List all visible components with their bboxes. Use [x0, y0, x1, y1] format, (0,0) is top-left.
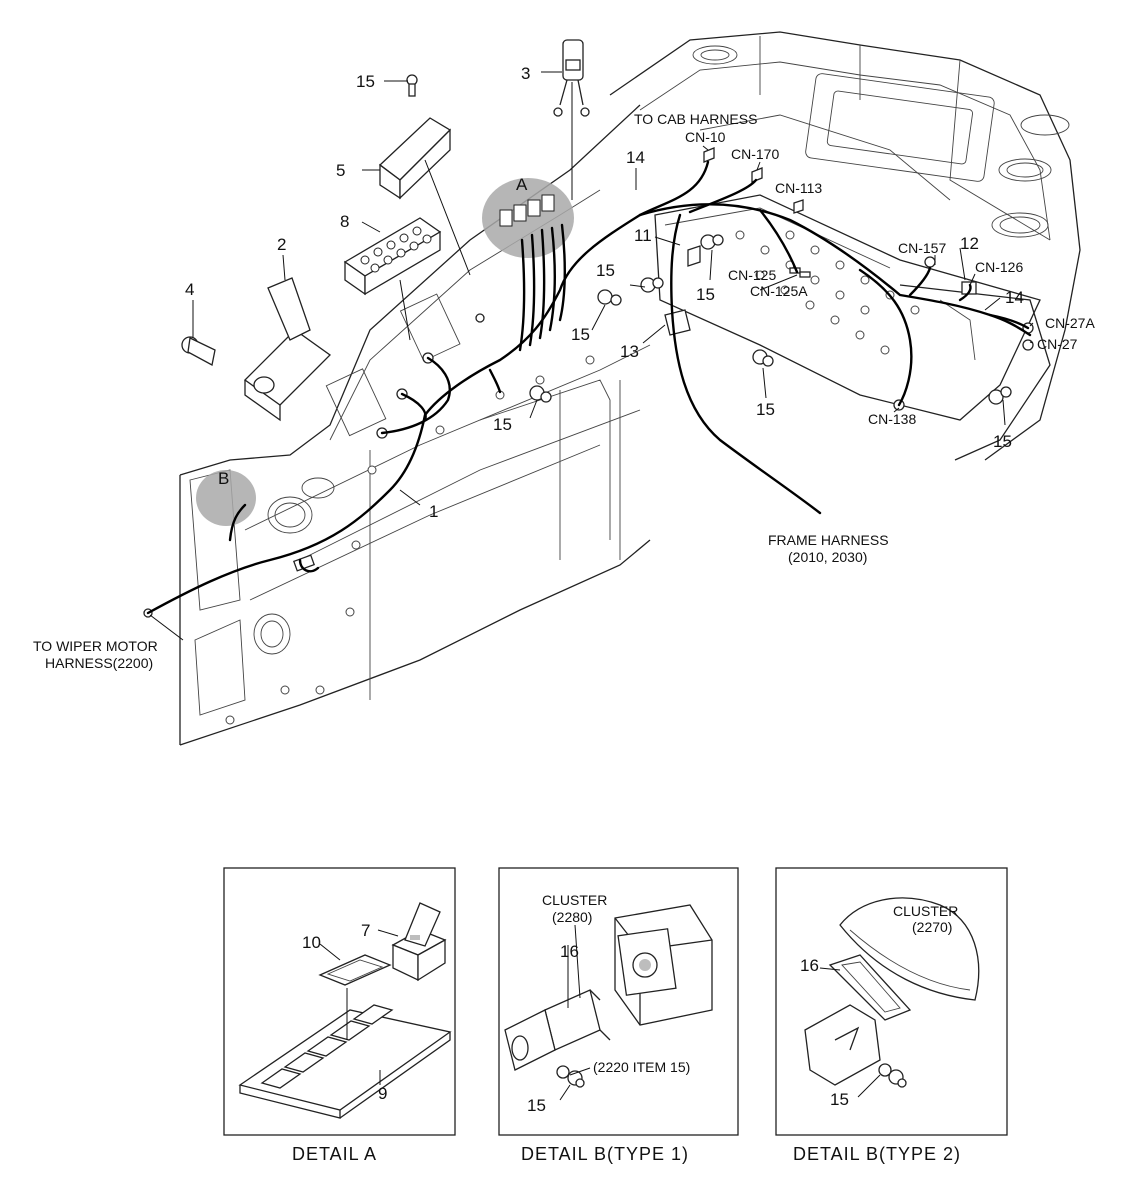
detail-b2-caption: DETAIL B(TYPE 2) — [793, 1144, 961, 1164]
connector-cn-125a: CN-125A — [750, 283, 808, 299]
connector-cn-138: CN-138 — [868, 411, 916, 427]
detail-b2-callout-15: 15 — [830, 1090, 849, 1109]
callout-3: 3 — [521, 64, 530, 83]
connector-cn-125: CN-125 — [728, 267, 776, 283]
detail-b-type2-panel: CLUSTER (2270) 16 15 DETAIL B(TYPE 2) — [775, 867, 1008, 1164]
detail-b1-caption: DETAIL B(TYPE 1) — [521, 1144, 689, 1164]
detail-b-type1-panel: CLUSTER (2280) 16 (2220 ITEM 15) 15 DETA… — [498, 867, 739, 1164]
connector-cn-27: CN-27 — [1037, 336, 1078, 352]
detail-bubble-a — [482, 178, 574, 258]
detail-a-panel: 7 10 9 DETAIL A — [223, 867, 456, 1164]
part-5-box — [378, 117, 452, 200]
connector-cn-126: CN-126 — [975, 259, 1023, 275]
detail-b1-item-ref: (2220 ITEM 15) — [593, 1059, 690, 1075]
connector-labels: TO CAB HARNESS CN-10 CN-170 CN-113 CN-12… — [33, 111, 1095, 671]
callout-15-floor: 15 — [756, 400, 775, 419]
detail-b2-cluster: CLUSTER — [893, 903, 958, 919]
part-8-fuse-box — [343, 217, 442, 296]
detail-a-caption: DETAIL A — [292, 1144, 377, 1164]
detail-b2-callout-16: 16 — [800, 956, 819, 975]
callout-12: 12 — [960, 234, 979, 253]
callout-numbers: 15 3 5 8 2 4 A B 1 14 11 15 15 15 13 15 … — [185, 64, 1024, 521]
callout-2: 2 — [277, 235, 286, 254]
connector-cn-27a: CN-27A — [1045, 315, 1095, 331]
callout-B: B — [218, 469, 229, 488]
detail-b1-callout-16: 16 — [560, 942, 579, 961]
detail-a-callout-7: 7 — [361, 921, 370, 940]
detail-b1-cluster: CLUSTER — [542, 892, 607, 908]
callout-15-right: 15 — [696, 285, 715, 304]
note-frame-harness: FRAME HARNESS — [768, 532, 889, 548]
detail-a-callout-9: 9 — [378, 1084, 387, 1103]
note-frame-harness-ref: (2010, 2030) — [788, 549, 867, 565]
part-2-holder — [243, 277, 332, 422]
detail-b1-callout-15: 15 — [527, 1096, 546, 1115]
callout-13: 13 — [620, 342, 639, 361]
floor-plate — [654, 194, 1051, 461]
connector-cn-170: CN-170 — [731, 146, 779, 162]
left-console — [179, 104, 651, 746]
note-wiper-harness: HARNESS(2200) — [45, 655, 153, 671]
detail-a-callout-10: 10 — [302, 933, 321, 952]
callout-5: 5 — [336, 161, 345, 180]
callout-14-right: 14 — [1005, 288, 1024, 307]
note-to-cab-harness: TO CAB HARNESS — [634, 111, 757, 127]
callout-1: 1 — [429, 502, 438, 521]
detail-b1-cluster-ref: (2280) — [552, 909, 592, 925]
connector-cn-113: CN-113 — [775, 180, 822, 196]
part-4-socket — [181, 336, 216, 366]
callout-A: A — [516, 175, 528, 194]
callout-4: 4 — [185, 280, 194, 299]
leader-lines — [149, 71, 1034, 641]
detail-b2-cluster-ref: (2270) — [912, 919, 952, 935]
callout-8: 8 — [340, 212, 349, 231]
connector-cn-10: CN-10 — [685, 129, 726, 145]
callout-15-lower: 15 — [571, 325, 590, 344]
callout-15-top: 15 — [356, 72, 375, 91]
callout-15-far-right: 15 — [993, 432, 1012, 451]
wiring-harness — [146, 160, 1032, 615]
callout-14-left: 14 — [626, 148, 645, 167]
connector-cn-157: CN-157 — [898, 240, 946, 256]
part-3-switch — [553, 39, 590, 200]
callout-15-mid: 15 — [596, 261, 615, 280]
callout-11: 11 — [634, 226, 652, 245]
main-assembly-drawing: 15 3 5 8 2 4 A B 1 14 11 15 15 15 13 15 … — [33, 31, 1095, 746]
callout-15-bottom: 15 — [493, 415, 512, 434]
cab-frame-outline — [609, 31, 1081, 461]
detail-bubble-b — [196, 470, 256, 526]
note-wiper-motor: TO WIPER MOTOR — [33, 638, 158, 654]
connector-markers — [143, 147, 977, 618]
